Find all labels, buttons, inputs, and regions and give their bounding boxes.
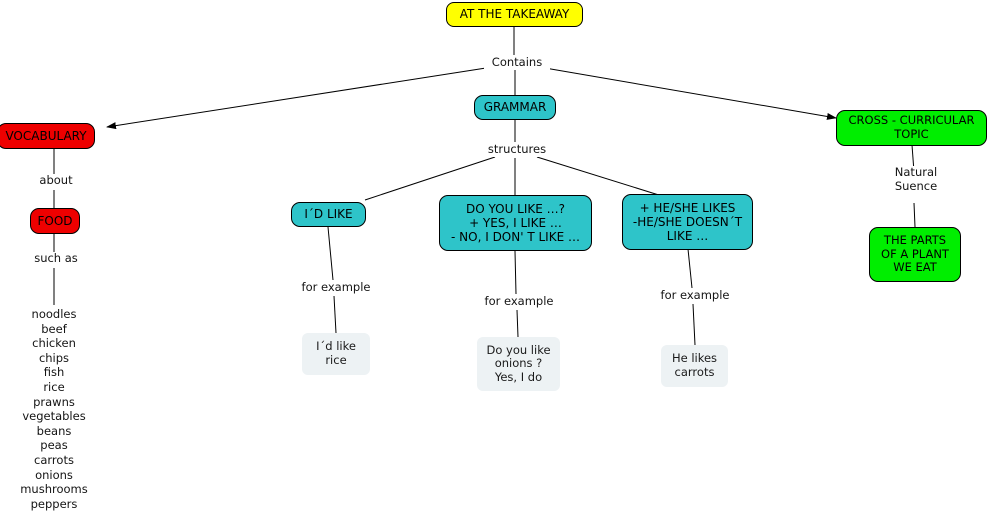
link-label-for-example-1: for example	[294, 280, 378, 295]
food-list-item: beef	[41, 321, 67, 336]
example-node-id-like[interactable]: I´d like rice	[302, 333, 370, 375]
node-id-like[interactable]: I´D LIKE	[291, 202, 366, 227]
node-he-she-likes[interactable]: + HE/SHE LIKES -HE/SHE DOESN´T LIKE …	[622, 194, 753, 250]
edge-doyoulike-forexample	[514, 250, 517, 295]
edge-contains-cross-curricular	[544, 67, 837, 120]
food-list-item: rice	[43, 379, 65, 394]
food-list-item: peppers	[30, 496, 78, 511]
food-list-item: chicken	[32, 336, 76, 351]
food-list-item: carrots	[34, 452, 74, 467]
link-label-for-example-2: for example	[477, 294, 561, 309]
food-list-item: mushrooms	[20, 482, 88, 497]
edge-natural-partsofplant	[913, 202, 916, 228]
edge-idlike-forexample	[327, 226, 334, 281]
edge-structures-heshelikes	[536, 156, 663, 197]
node-at-the-takeaway[interactable]: AT THE TAKEAWAY	[446, 2, 583, 27]
food-list: noodles beef chicken chips fish rice pra…	[4, 307, 104, 511]
node-do-you-like[interactable]: DO YOU LIKE …? + YES, I LIKE … - NO, I D…	[439, 195, 592, 251]
food-list-item: beans	[36, 423, 72, 438]
node-grammar[interactable]: GRAMMAR	[474, 95, 556, 120]
food-list-item: noodles	[31, 307, 77, 321]
edge-structures-idlike	[364, 156, 496, 201]
food-list-item: onions	[35, 467, 73, 482]
edge-forexample-heshelikes-example	[692, 303, 696, 346]
edge-forexample-idlike-example	[333, 295, 337, 334]
link-label-for-example-3: for example	[653, 288, 737, 303]
node-cross-curricular-topic[interactable]: CROSS - CURRICULAR TOPIC	[836, 110, 987, 146]
link-label-such-as: such as	[18, 251, 94, 266]
edge-contains-vocabulary	[106, 67, 487, 130]
example-node-do-you-like[interactable]: Do you like onions ? Yes, I do	[477, 337, 560, 391]
node-parts-of-a-plant-we-eat[interactable]: THE PARTS OF A PLANT WE EAT	[869, 227, 961, 282]
food-list-item: vegetables	[22, 409, 86, 424]
link-label-structures: structures	[477, 142, 557, 157]
link-label-about: about	[24, 173, 88, 188]
food-list-item: chips	[38, 350, 70, 365]
node-food[interactable]: FOOD	[30, 208, 80, 234]
node-vocabulary[interactable]: VOCABULARY	[0, 123, 95, 149]
link-label-natural-science: Natural Suence	[880, 165, 952, 194]
food-list-item: peas	[40, 438, 68, 453]
edge-forexample-doyoulike-example	[516, 309, 519, 338]
example-node-he-she-likes[interactable]: He likes carrots	[661, 345, 728, 387]
food-list-item: prawns	[33, 394, 75, 409]
food-list-item: fish	[43, 365, 65, 380]
link-label-contains: Contains	[484, 55, 550, 70]
edge-heshelikes-forexample	[687, 248, 693, 289]
